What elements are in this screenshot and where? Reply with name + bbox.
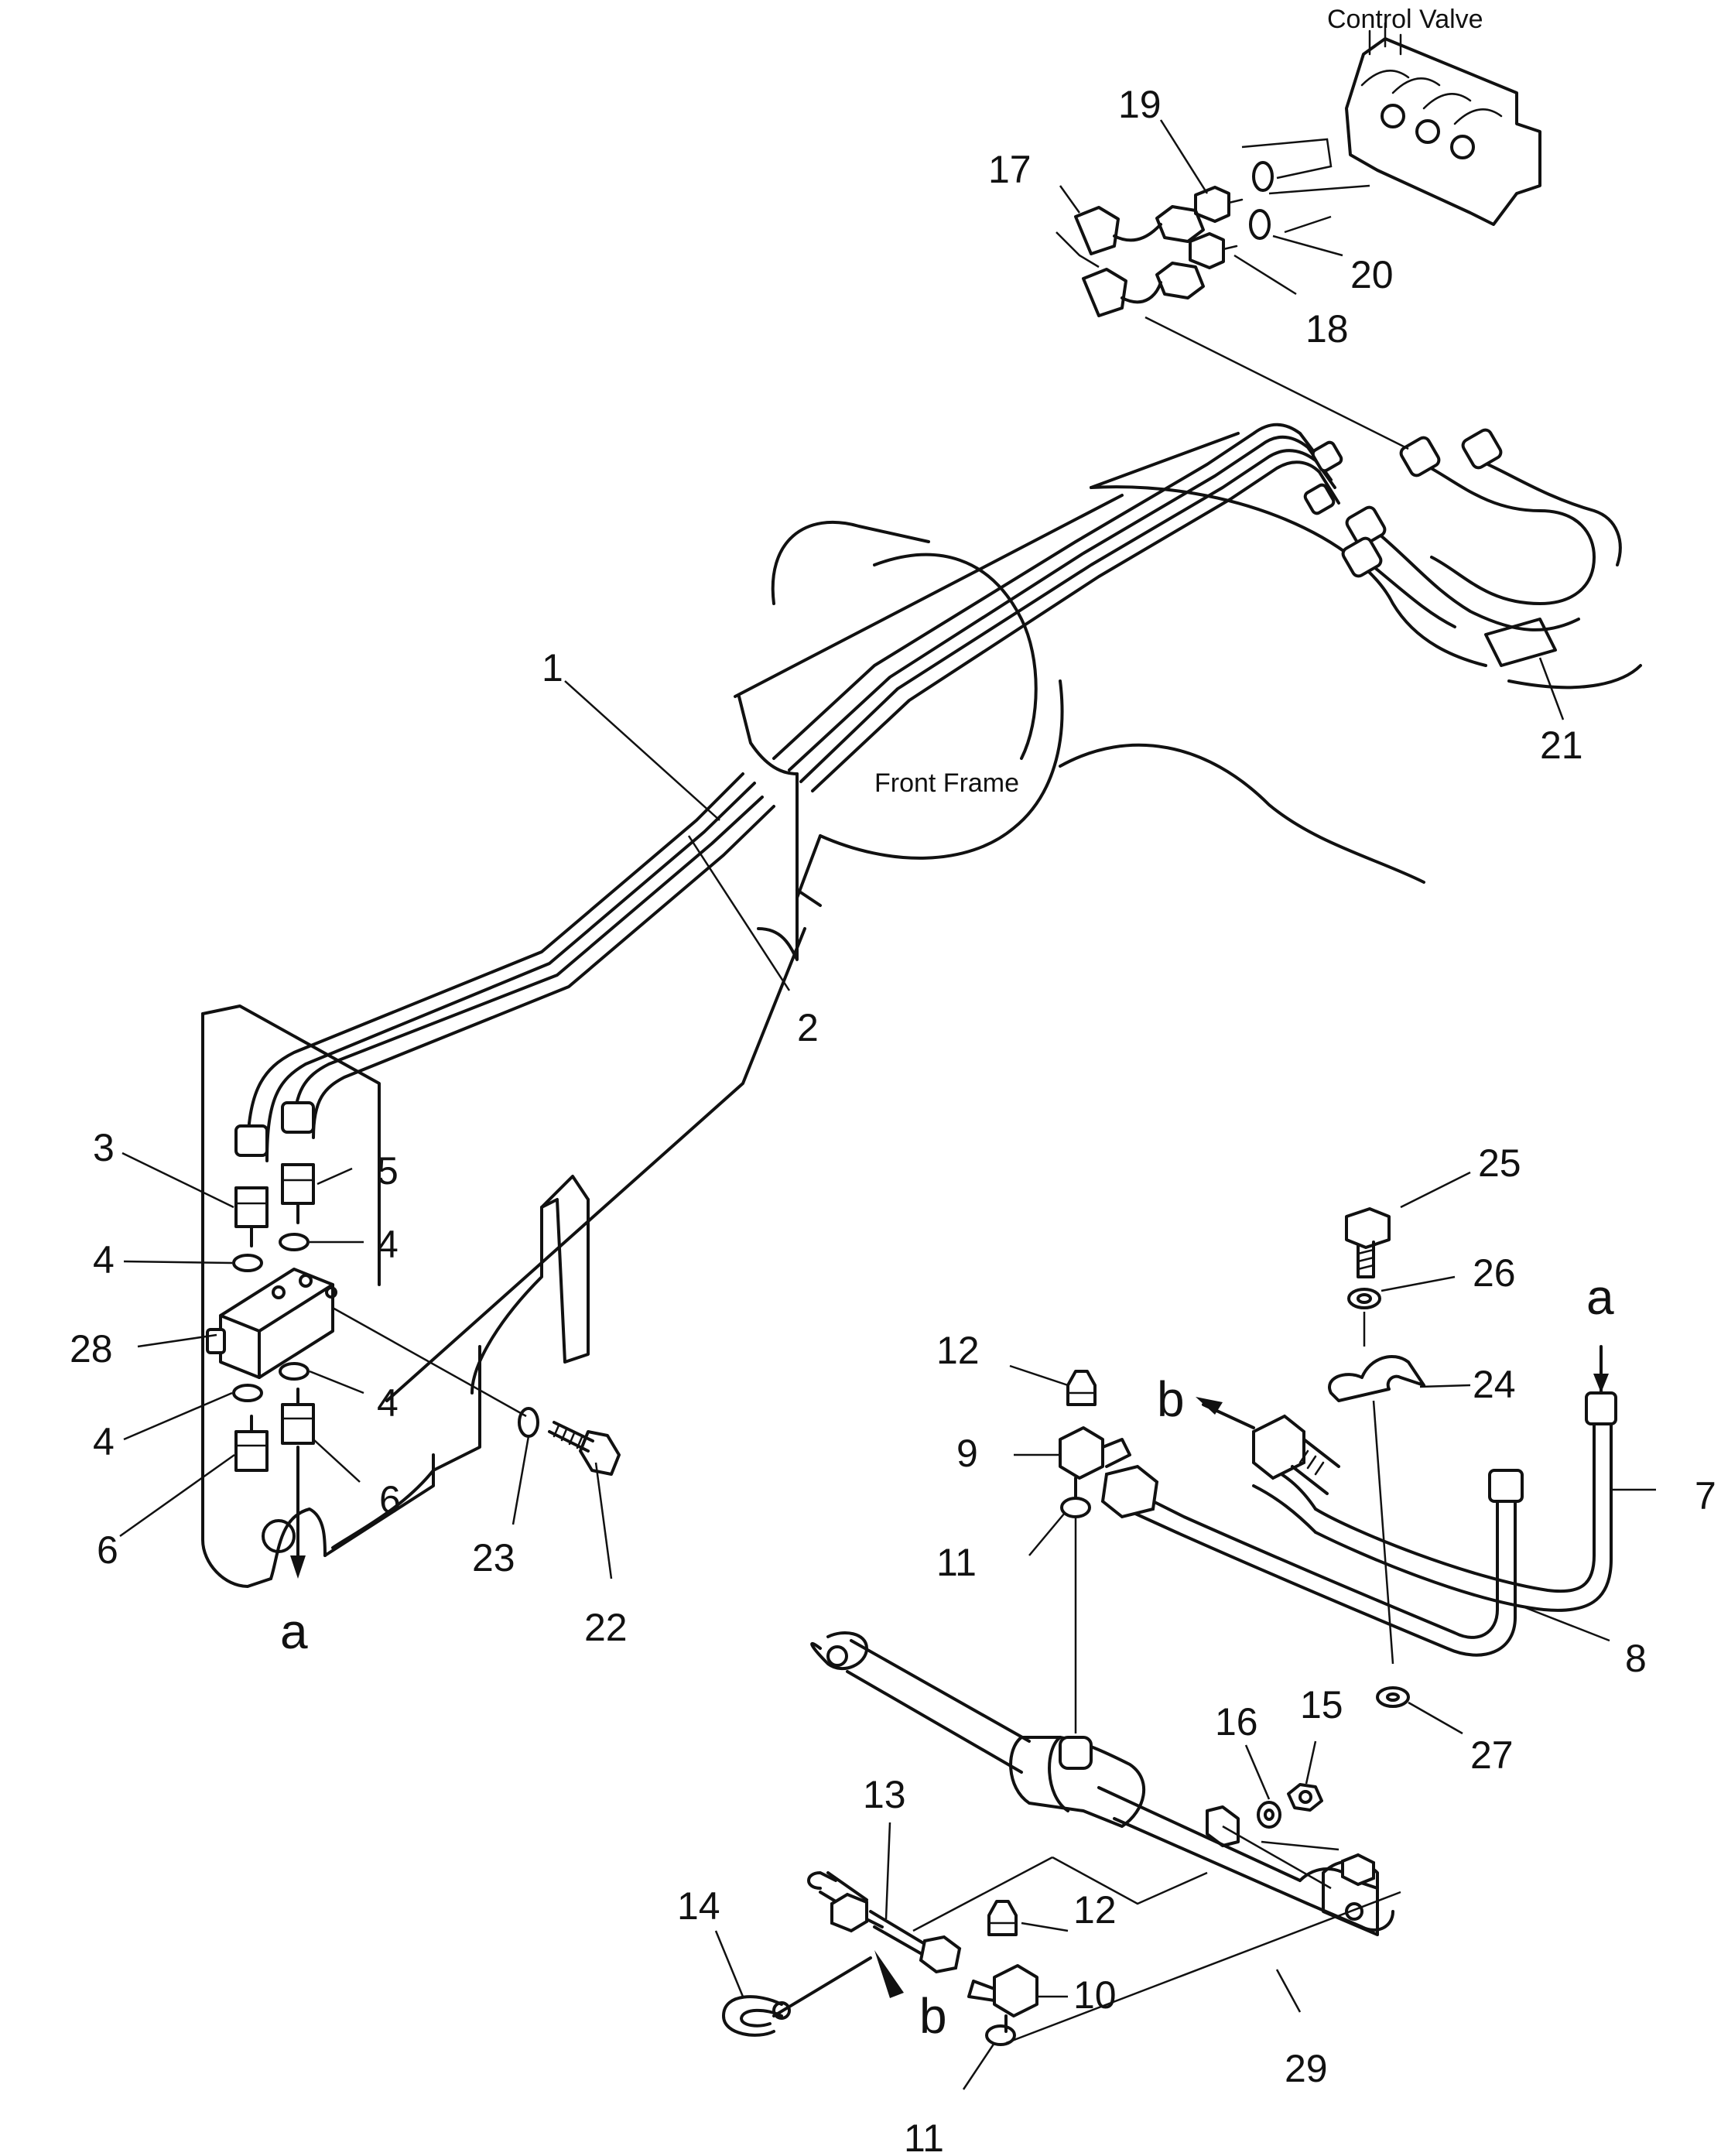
label-23: 23 [472, 1536, 515, 1579]
label-3: 3 [93, 1126, 115, 1169]
label-4-d: 4 [93, 1420, 115, 1463]
label-2: 2 [797, 1006, 819, 1049]
label-24: 24 [1473, 1363, 1516, 1406]
leader-lines [119, 119, 1656, 2090]
arrow-b-bottom [772, 1950, 904, 2017]
label-28: 28 [70, 1327, 113, 1371]
label-12-a: 12 [936, 1329, 980, 1372]
o-ring-11-lower [985, 2024, 1016, 2046]
washer-16 [1257, 1801, 1281, 1829]
grease-fitting-12-upper [1066, 1370, 1097, 1406]
o-ring-20-pair [1249, 161, 1274, 240]
label-18: 18 [1305, 307, 1349, 351]
fitting-18 [1189, 232, 1238, 269]
label-4-c: 4 [377, 1381, 399, 1425]
label-25: 25 [1478, 1141, 1521, 1185]
label-8: 8 [1625, 1637, 1647, 1680]
nut-15 [1287, 1783, 1323, 1812]
o-ring-4-lower [232, 1362, 310, 1402]
washer-23 [518, 1407, 539, 1438]
tube-2 [293, 796, 775, 1139]
label-b-bottom: b [919, 1988, 947, 2044]
label-13: 13 [863, 1773, 906, 1816]
label-15: 15 [1300, 1683, 1343, 1727]
label-a-left: a [280, 1603, 308, 1659]
fitting-19 [1194, 186, 1244, 223]
label-b-right: b [1157, 1371, 1185, 1427]
label-4-b: 4 [377, 1223, 399, 1266]
label-5: 5 [377, 1149, 399, 1193]
control-valve [1345, 22, 1541, 226]
washer-27 [1376, 1686, 1410, 1708]
label-20: 20 [1350, 253, 1394, 296]
label-27: 27 [1470, 1733, 1514, 1777]
elbow-fitting-10 [967, 1964, 1038, 2033]
label-6-a: 6 [97, 1528, 118, 1572]
label-17: 17 [988, 148, 1032, 191]
label-19: 19 [1118, 83, 1162, 126]
label-21: 21 [1540, 724, 1583, 767]
label-10: 10 [1073, 1973, 1117, 2017]
hose-13 [807, 1871, 962, 1974]
bolt-22 [548, 1421, 621, 1476]
label-11-a: 11 [936, 1541, 977, 1584]
label-14: 14 [677, 1884, 720, 1928]
tube-1-2-upper [772, 423, 1340, 792]
hose-21 [1303, 428, 1622, 667]
part-number-labels: 19 17 20 18 21 1 2 3 5 4 4 28 4 4 6 6 a … [70, 83, 1716, 2156]
control-valve-caption: Control Valve [1327, 5, 1483, 34]
cylinder-29 [810, 1631, 1394, 1936]
tube-8 [1100, 1464, 1524, 1657]
label-22: 22 [584, 1606, 628, 1649]
hose-end-b [1252, 1414, 1340, 1495]
tube-end-nuts [234, 1101, 315, 1157]
arrow-a-left [290, 1446, 306, 1579]
tee-fitting-9 [1059, 1426, 1131, 1499]
front-frame-caption: Front Frame [874, 768, 1019, 798]
label-16: 16 [1215, 1700, 1258, 1744]
label-7: 7 [1695, 1474, 1716, 1518]
o-ring-4-upper [232, 1233, 310, 1272]
label-11-b: 11 [904, 2117, 944, 2156]
front-frame [734, 432, 1642, 907]
arrow-b-right [1196, 1397, 1255, 1429]
o-ring-11-upper [1060, 1497, 1091, 1518]
tube-1 [246, 772, 756, 1162]
label-29: 29 [1285, 2047, 1328, 2090]
connector-6 [234, 1388, 315, 1472]
label-a-right: a [1586, 1269, 1614, 1325]
clamp-24 [1328, 1354, 1425, 1402]
connector-3 [234, 1186, 269, 1247]
label-4-a: 4 [93, 1238, 115, 1282]
valve-block-28 [206, 1268, 337, 1379]
elbow-fitting-17 [1056, 205, 1205, 317]
pin-14 [722, 1995, 791, 2037]
bolt-25 [1345, 1207, 1391, 1278]
label-26: 26 [1473, 1251, 1516, 1295]
hose-7 [1252, 1391, 1617, 1612]
arrow-a-right [1593, 1345, 1609, 1395]
label-1: 1 [542, 646, 563, 690]
washer-26 [1347, 1288, 1381, 1309]
grease-fitting-12-lower [987, 1900, 1018, 1936]
connector-5 [281, 1163, 315, 1224]
label-9: 9 [956, 1432, 978, 1475]
label-6-b: 6 [379, 1478, 401, 1521]
label-12-b: 12 [1073, 1888, 1117, 1932]
